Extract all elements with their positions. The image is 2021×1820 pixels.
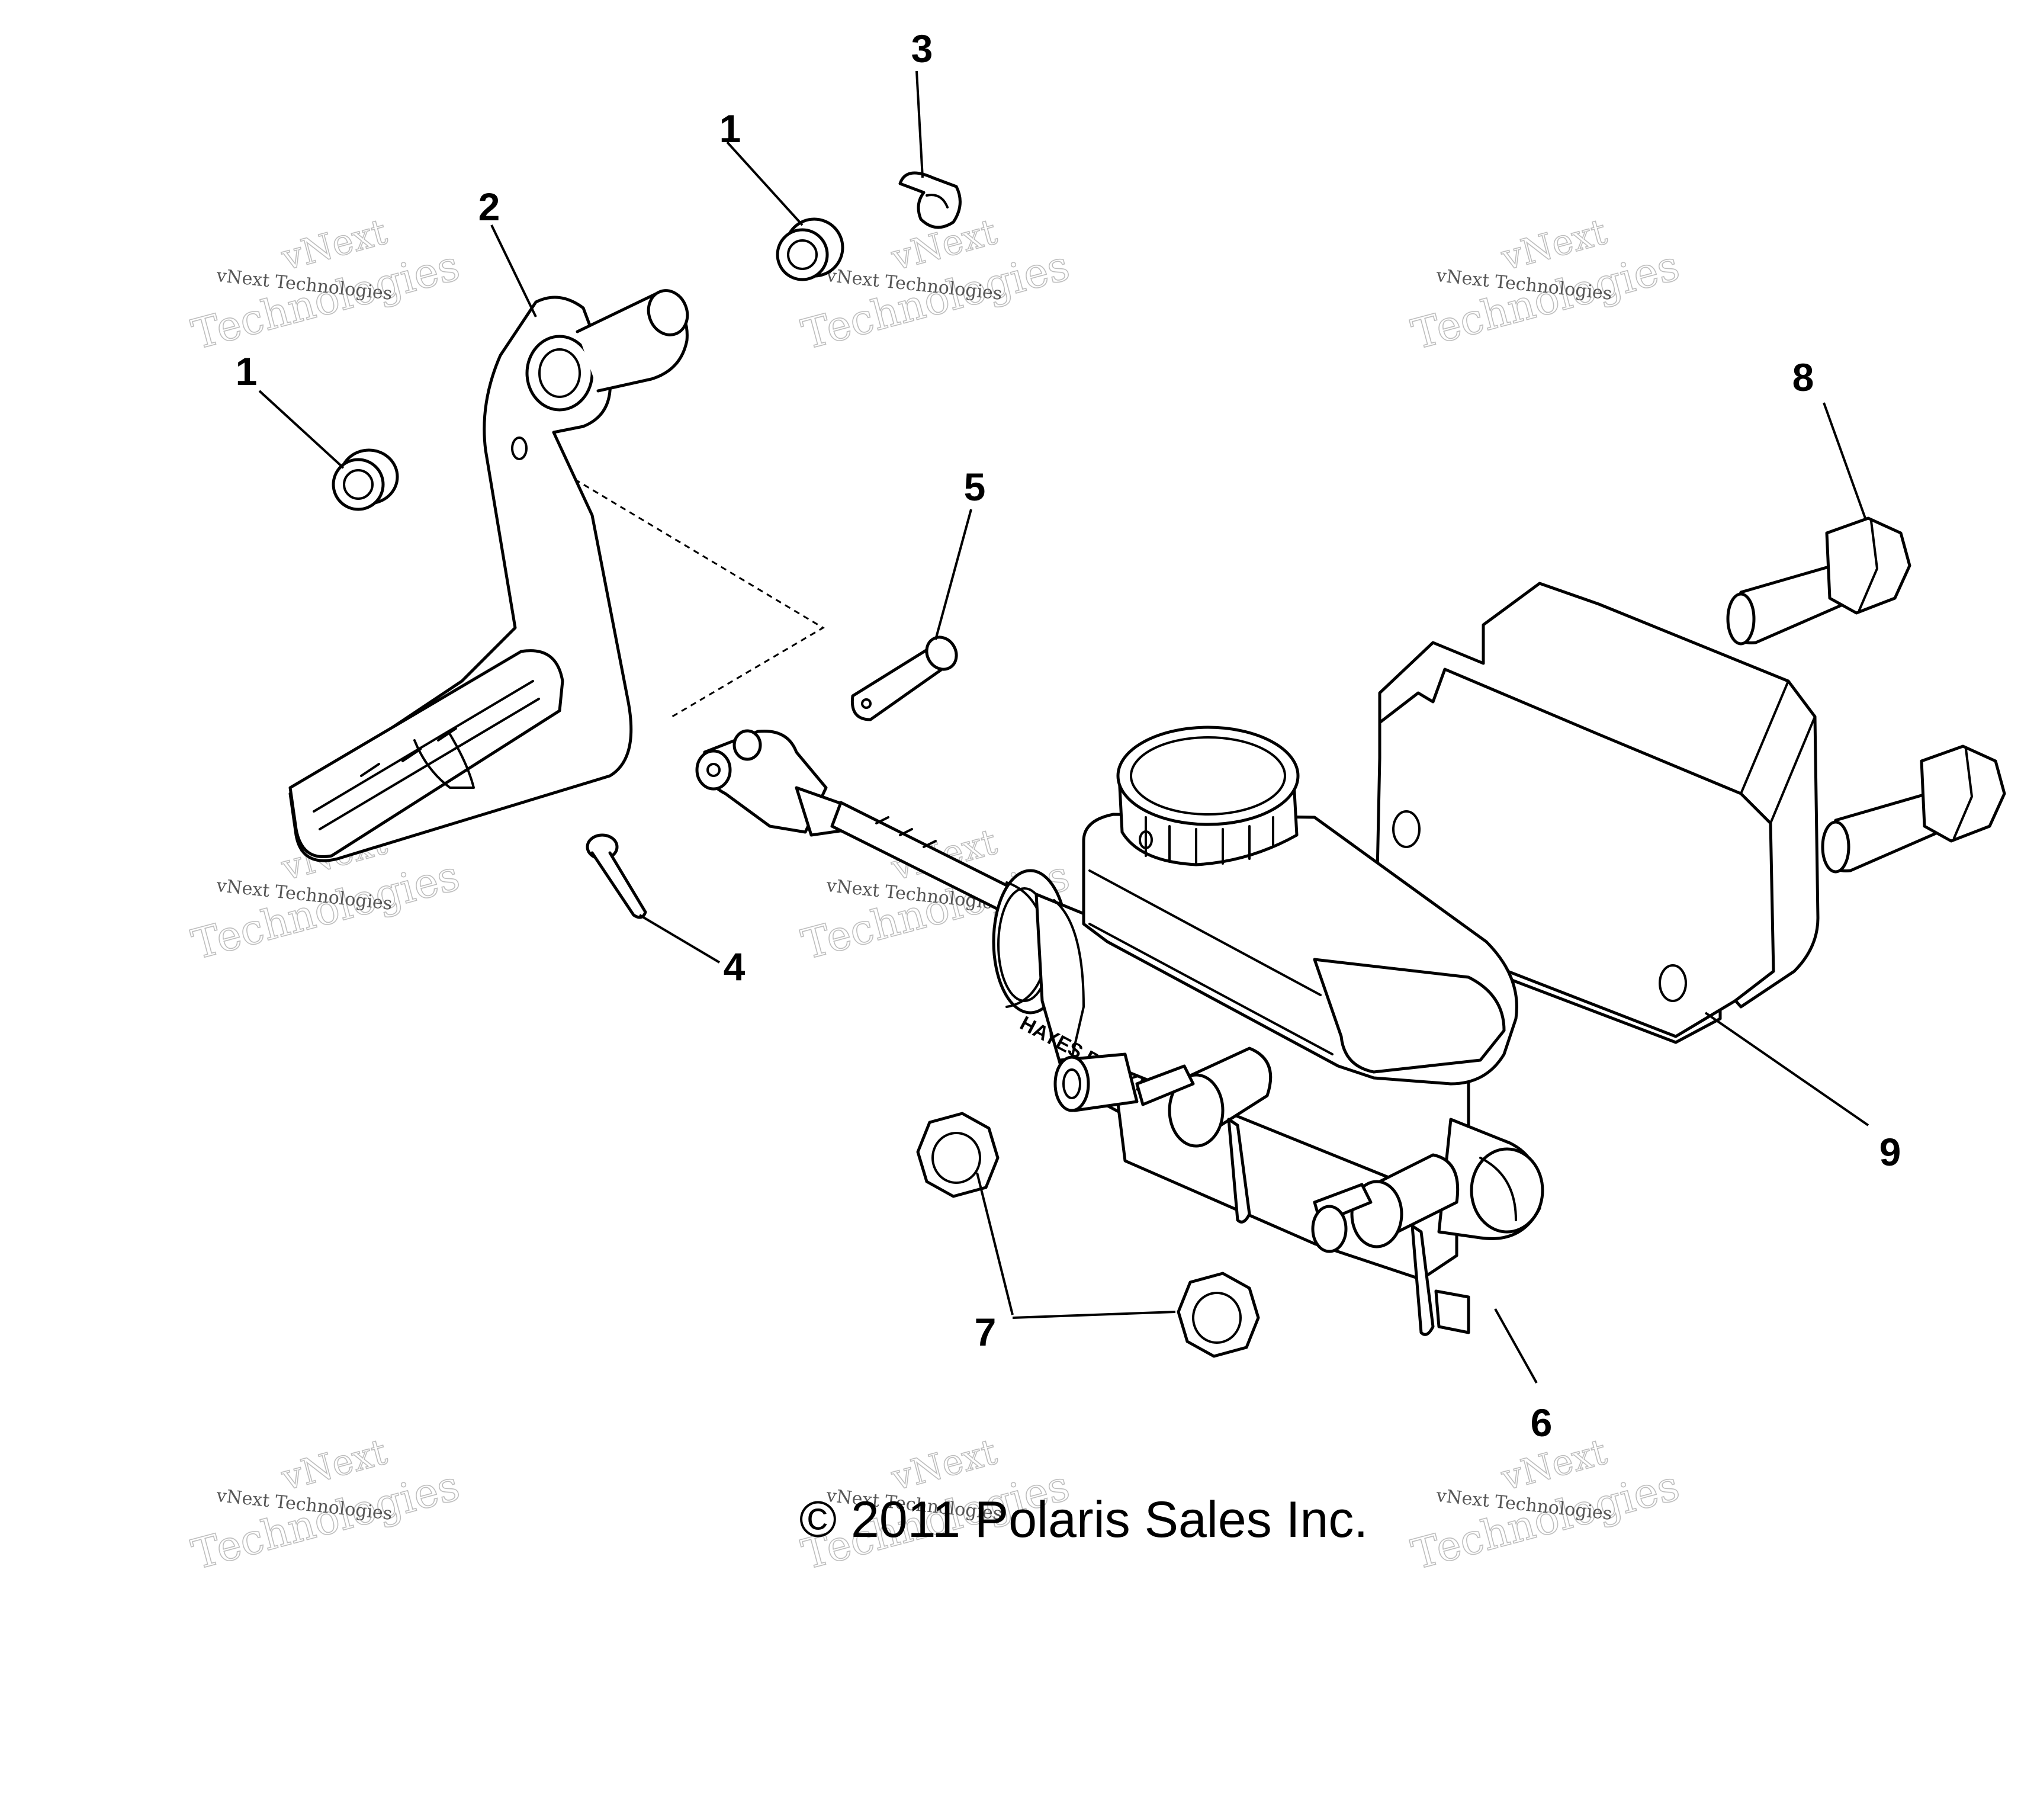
e-clip [898, 171, 962, 229]
callout-4: 4 [724, 945, 746, 988]
nut-lower [1177, 1272, 1260, 1358]
callout-6: 6 [1531, 1401, 1553, 1445]
master-cylinder: HAYES BRAKE [992, 726, 1544, 1336]
watermark: vNext Technologies vNext Technologies [1406, 211, 1685, 359]
watermark: vNext Technologies vNext Technologies [1406, 1431, 1685, 1580]
callout-3: 3 [911, 27, 933, 70]
callout-labels: 1 3 2 1 5 4 8 9 7 6 [236, 27, 1901, 1445]
callout-8: 8 [1792, 355, 1814, 399]
bolt-upper [1726, 516, 1911, 646]
leader-lines [258, 70, 1869, 1384]
callout-1-left: 1 [236, 349, 258, 393]
bolt-lower [1821, 744, 2006, 874]
callout-7: 7 [975, 1310, 997, 1354]
clevis-pin [850, 635, 958, 721]
callout-5: 5 [964, 465, 986, 509]
alignment-dashed-line [565, 473, 825, 718]
brake-pedal [288, 289, 689, 862]
cotter-clip [586, 833, 647, 919]
callout-2: 2 [478, 185, 500, 229]
watermark: vNext Technologies vNext Technologies [187, 211, 465, 359]
bushing-top [776, 217, 844, 281]
callout-1-top: 1 [719, 107, 741, 150]
callout-9: 9 [1879, 1130, 1901, 1174]
bushing-left [332, 448, 399, 511]
watermark: vNext Technologies vNext Technologies [187, 1431, 465, 1580]
nut-upper [916, 1112, 1000, 1198]
copyright-text: © 2011 Polaris Sales Inc. [799, 1491, 1368, 1548]
clevis-pushrod [695, 729, 1020, 917]
